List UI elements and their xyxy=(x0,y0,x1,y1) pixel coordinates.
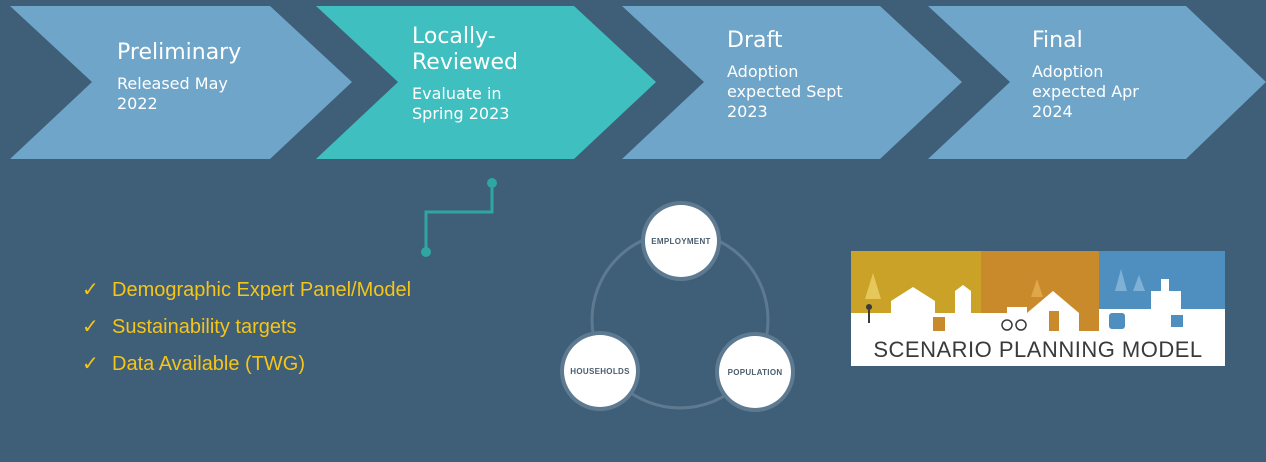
step-subtitle: Evaluate in Spring 2023 xyxy=(412,84,510,123)
node-label: EMPLOYMENT xyxy=(651,237,710,246)
process-chevrons xyxy=(10,6,1266,159)
chevron-locally-reviewed xyxy=(316,6,656,159)
step-preliminary: Preliminary Released May 2022 xyxy=(117,40,241,114)
checklist-item-label: Demographic Expert Panel/Model xyxy=(112,279,412,301)
checklist-item: ✓ Demographic Expert Panel/Model xyxy=(82,272,411,309)
cycle-node-households: HOUSEHOLDS xyxy=(560,331,640,411)
chevron-final xyxy=(928,6,1266,159)
check-icon: ✓ xyxy=(82,316,99,338)
logo-caption: SCENARIO PLANNING MODEL xyxy=(873,337,1203,362)
cycle-node-employment: EMPLOYMENT xyxy=(641,201,721,281)
step-title: Preliminary xyxy=(117,40,242,65)
step-final: Final Adoption expected Apr 2024 xyxy=(1032,28,1139,122)
node-label: POPULATION xyxy=(728,368,783,377)
step-subtitle: Adoption expected Sept 2023 xyxy=(727,62,843,121)
step-locally-reviewed: Locally- Reviewed Evaluate in Spring 202… xyxy=(412,24,518,124)
step-subtitle: Released May 2022 xyxy=(117,74,228,113)
scenario-planning-logo: SCENARIO PLANNING MODEL xyxy=(851,251,1225,366)
step-title: Locally- Reviewed xyxy=(412,24,518,75)
step-title: Draft xyxy=(727,28,783,53)
checklist-item: ✓ Data Available (TWG) xyxy=(82,346,411,383)
chevron-draft xyxy=(622,6,962,159)
cycle-node-population: POPULATION xyxy=(715,332,795,412)
checklist: ✓ Demographic Expert Panel/Model ✓ Sustain… xyxy=(82,272,411,383)
node-label: HOUSEHOLDS xyxy=(570,367,630,376)
chevron-preliminary xyxy=(10,6,352,159)
step-title: Final xyxy=(1032,28,1083,53)
checklist-item-label: Sustainability targets xyxy=(112,316,297,338)
step-subtitle: Adoption expected Apr 2024 xyxy=(1032,62,1139,121)
logo-illustration xyxy=(851,251,1225,331)
check-icon: ✓ xyxy=(82,353,99,375)
checklist-item: ✓ Sustainability targets xyxy=(82,309,411,346)
checklist-item-label: Data Available (TWG) xyxy=(112,353,306,375)
check-icon: ✓ xyxy=(82,279,99,301)
step-draft: Draft Adoption expected Sept 2023 xyxy=(727,28,843,122)
